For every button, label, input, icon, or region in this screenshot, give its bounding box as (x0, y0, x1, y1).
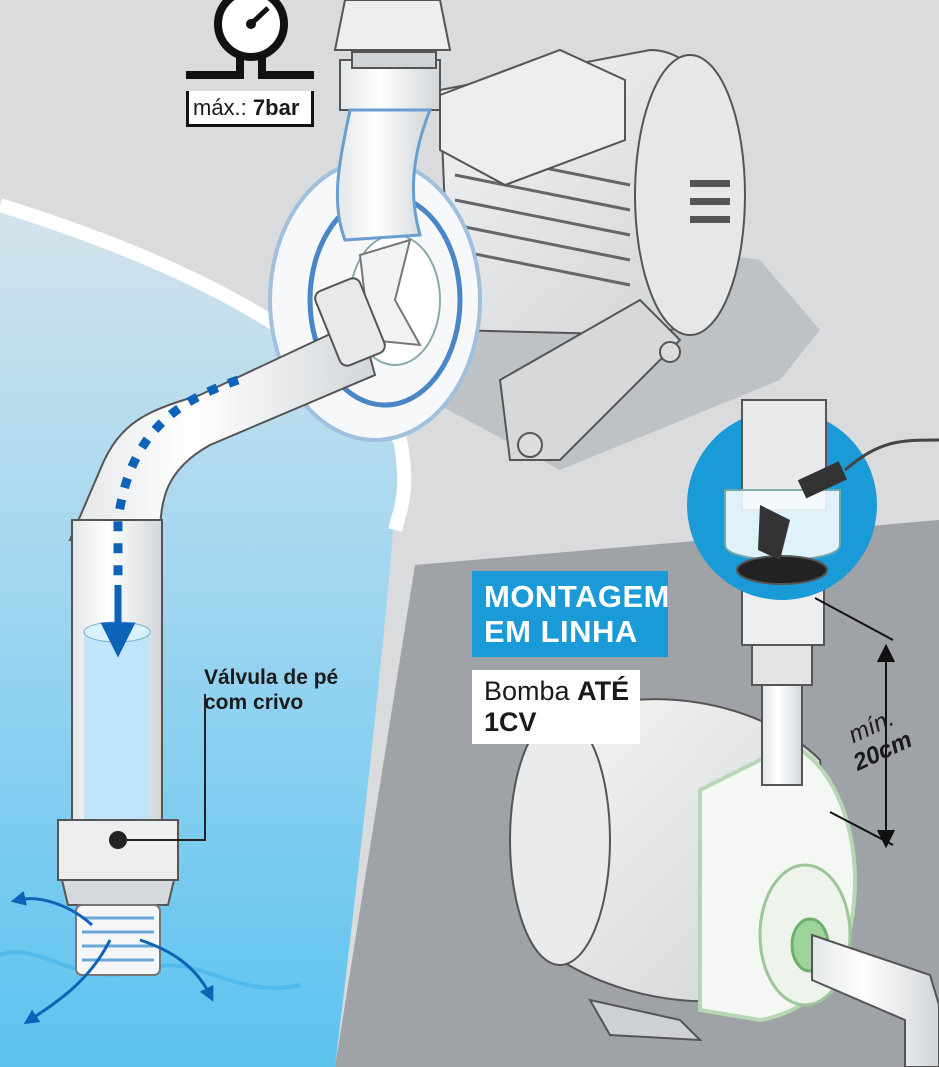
foot-valve-label: Válvula de pé com crivo (204, 665, 338, 715)
max-pressure-value: 7bar (252, 95, 300, 120)
pressure-gauge-icon (186, 0, 314, 79)
suction-pipe (57, 277, 386, 976)
flow-arrow-dotted (113, 375, 240, 580)
discharge-pipe (333, 0, 452, 242)
surface-pump (268, 48, 820, 470)
max-pressure-label: máx.: 7bar (186, 91, 314, 127)
max-pressure-prefix: máx.: (193, 95, 247, 120)
inline-mount-title-line1: MONTAGEM (484, 579, 670, 614)
pump-limit-label: Bomba ATÉ 1CV (472, 670, 640, 744)
distance-dimension (814, 597, 895, 849)
inline-mount-title-line2: EM LINHA (484, 614, 638, 649)
pump-limit-prefix: Bomba (484, 676, 570, 706)
inline-mount-title: MONTAGEM EM LINHA (472, 571, 670, 657)
pump-limit-word: ATÉ (577, 676, 630, 706)
inflow-arrows (10, 891, 214, 1025)
flow-sensor-detail (687, 399, 939, 600)
foot-valve-line1: Válvula de pé (204, 666, 339, 689)
foot-valve-line2: com crivo (204, 691, 304, 714)
pump-limit-power: 1CV (484, 707, 537, 737)
valve-callout-dot (109, 831, 127, 849)
valve-callout-line (120, 694, 206, 841)
inline-pump (509, 584, 939, 1067)
